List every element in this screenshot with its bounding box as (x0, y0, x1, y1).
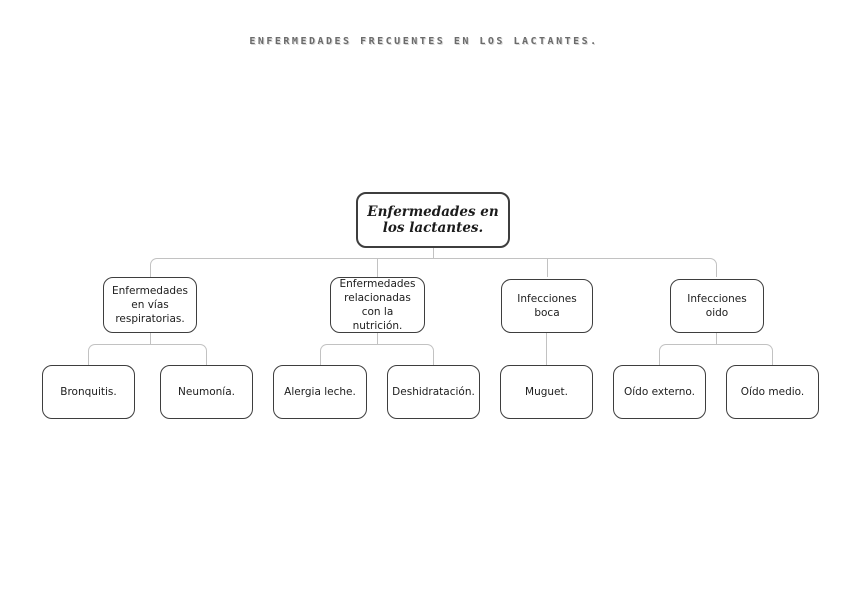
connector-branch3-line (546, 332, 547, 365)
leaf-node-oido-externo: Oído externo. (613, 365, 706, 419)
connector-branch2-rail (320, 344, 434, 365)
connector-root-to-branch2 (377, 259, 378, 277)
connector-branch4-rail (659, 344, 773, 365)
branch-node-infecciones-oido: Infecciones oido (670, 279, 764, 333)
connector-branch1-stub (150, 333, 151, 344)
connector-root-stub (433, 248, 434, 258)
branch-node-nutricion: Enfermedades relacionadas con la nutrici… (330, 277, 425, 333)
branch-node-infecciones-boca: Infecciones boca (501, 279, 593, 333)
connector-root-to-branch3 (547, 259, 548, 277)
root-node-enfermedades-lactantes: Enfermedades en los lactantes. (356, 192, 510, 248)
connector-branch2-stub (377, 333, 378, 344)
leaf-node-muguet: Muguet. (500, 365, 593, 419)
leaf-node-oido-medio: Oído medio. (726, 365, 819, 419)
leaf-node-bronquitis: Bronquitis. (42, 365, 135, 419)
leaf-node-neumonia: Neumonía. (160, 365, 253, 419)
connector-root-rail (150, 258, 717, 277)
connector-branch1-rail (88, 344, 207, 365)
diagram-title: ENFERMEDADES FRECUENTES EN LOS LACTANTES… (249, 36, 599, 47)
branch-node-vias-respiratorias: Enfermedades en vías respiratorias. (103, 277, 197, 333)
leaf-node-alergia-leche: Alergia leche. (273, 365, 367, 419)
connector-branch4-stub (716, 333, 717, 344)
leaf-node-deshidratacion: Deshidratación. (387, 365, 480, 419)
